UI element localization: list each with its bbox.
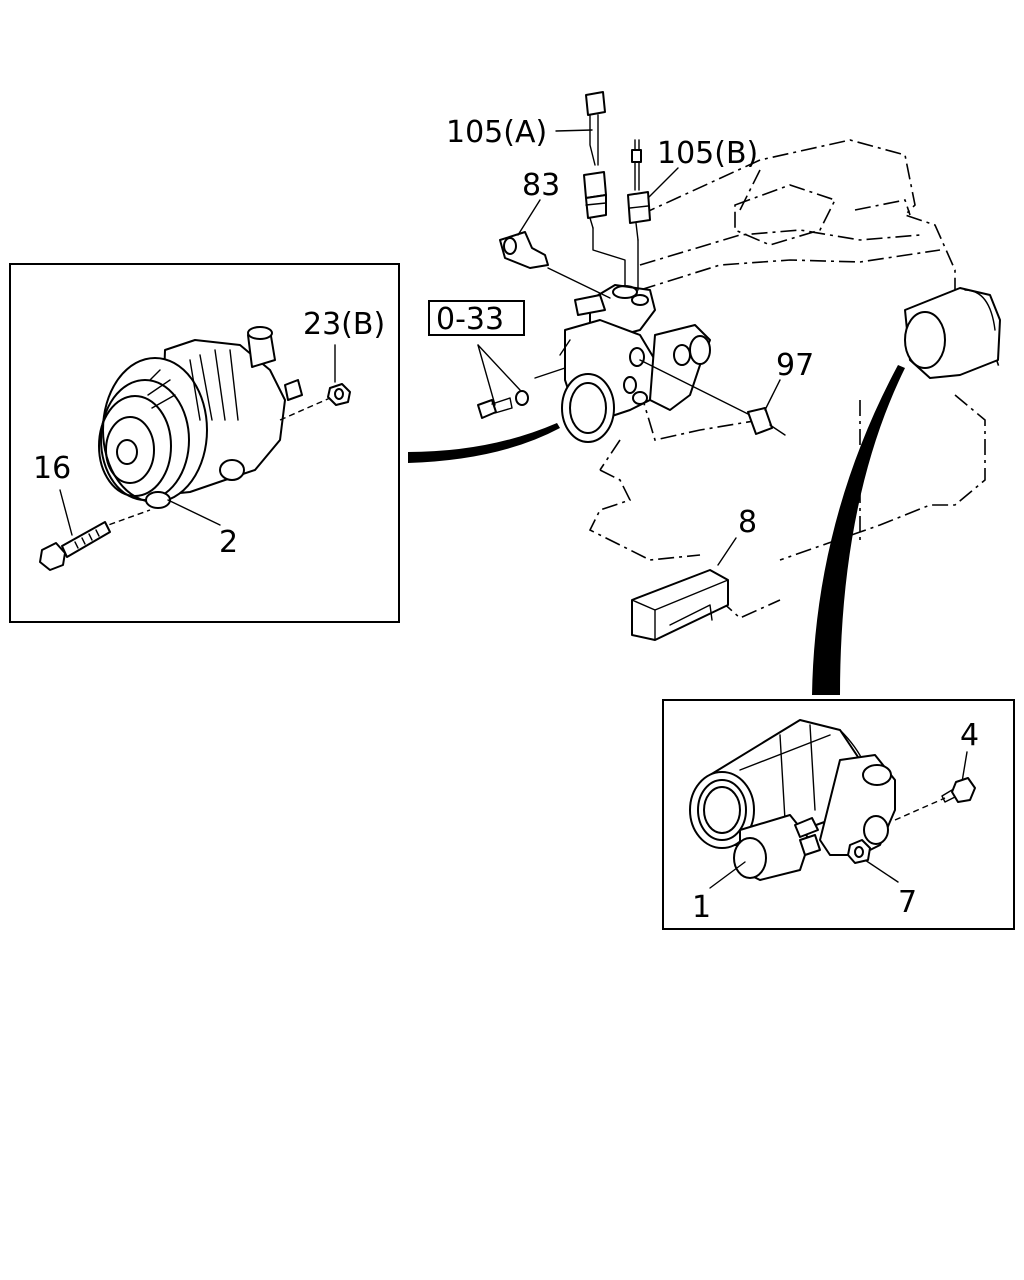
engine-starter-mount <box>904 287 1001 379</box>
module-8 <box>631 537 737 641</box>
bolt-0-33 <box>477 390 529 419</box>
bolt-4 <box>941 777 976 803</box>
label-97: 97 <box>776 348 814 383</box>
label-16: 16 <box>33 451 71 486</box>
thermostat-leaders <box>477 227 761 421</box>
part-labels: 105(A) 105(B) 83 0-33 97 8 23(B) 16 2 4 … <box>33 115 979 925</box>
sensor-105a <box>555 91 607 229</box>
label-4: 4 <box>960 718 979 753</box>
bolt-16 <box>39 521 111 571</box>
label-23b: 23(B) <box>303 307 385 342</box>
label-105b: 105(B) <box>657 136 758 171</box>
starter-detail-box <box>662 699 1015 930</box>
label-1: 1 <box>692 890 711 925</box>
callout-arrows <box>408 365 905 695</box>
alternator-detail-box <box>9 263 400 623</box>
nut-7 <box>847 839 871 864</box>
label-2: 2 <box>219 525 238 560</box>
sensor-105b <box>627 139 679 241</box>
label-8: 8 <box>738 505 757 540</box>
label-0-33: 0-33 <box>436 302 504 337</box>
label-0-33-box <box>428 300 525 336</box>
label-7: 7 <box>898 885 917 920</box>
sensor-97 <box>747 379 786 436</box>
thermostat-housing <box>559 284 711 443</box>
label-83: 83 <box>522 168 560 203</box>
sensor-83 <box>499 199 549 269</box>
nut-23b <box>327 383 351 406</box>
label-105a: 105(A) <box>446 115 547 150</box>
